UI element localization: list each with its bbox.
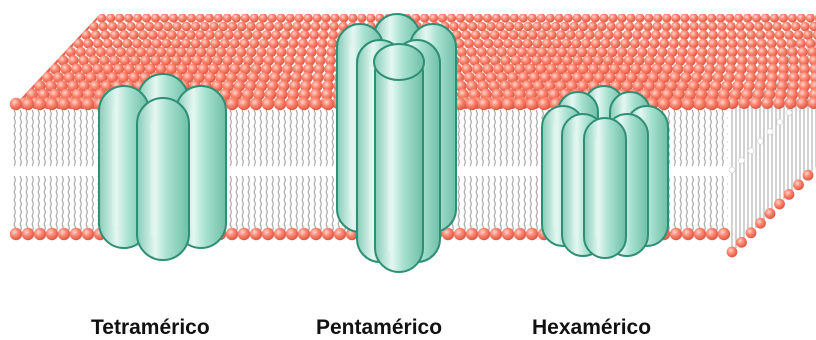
label-tetrameric: Tetramérico [91,316,210,340]
label-pentameric: Pentamérico [316,316,442,340]
tetrameric-channel [99,74,226,260]
label-hexameric: Hexamérico [532,316,651,340]
hexameric-channel [542,86,668,258]
